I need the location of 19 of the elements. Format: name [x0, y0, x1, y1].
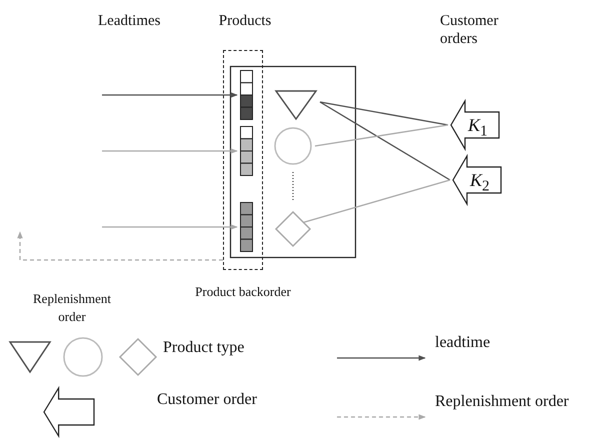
column-heading: Leadtimes — [98, 12, 162, 30]
column-heading: Products — [218, 12, 272, 30]
order-label: K$_{1}$ — [468, 114, 488, 142]
connector-line — [314, 124, 448, 147]
legend-text: Product type — [163, 338, 244, 358]
group-caption: Product backorder — [194, 284, 292, 300]
arrow — [102, 148, 238, 154]
order-label: K$_{2}$ — [470, 169, 490, 197]
arrow — [102, 92, 238, 98]
connector-line — [302, 179, 450, 224]
arrow-caption: Replenishment order — [32, 290, 112, 326]
arrow — [102, 224, 238, 230]
connector-line — [320, 101, 448, 126]
arrow — [17, 231, 223, 261]
legend-text: Replenishment order — [435, 392, 569, 412]
legend-text: Customer order — [157, 390, 257, 410]
column-heading: Customer orders — [440, 12, 500, 48]
legend-text: leadtime — [435, 333, 490, 353]
connector-line — [320, 101, 450, 181]
